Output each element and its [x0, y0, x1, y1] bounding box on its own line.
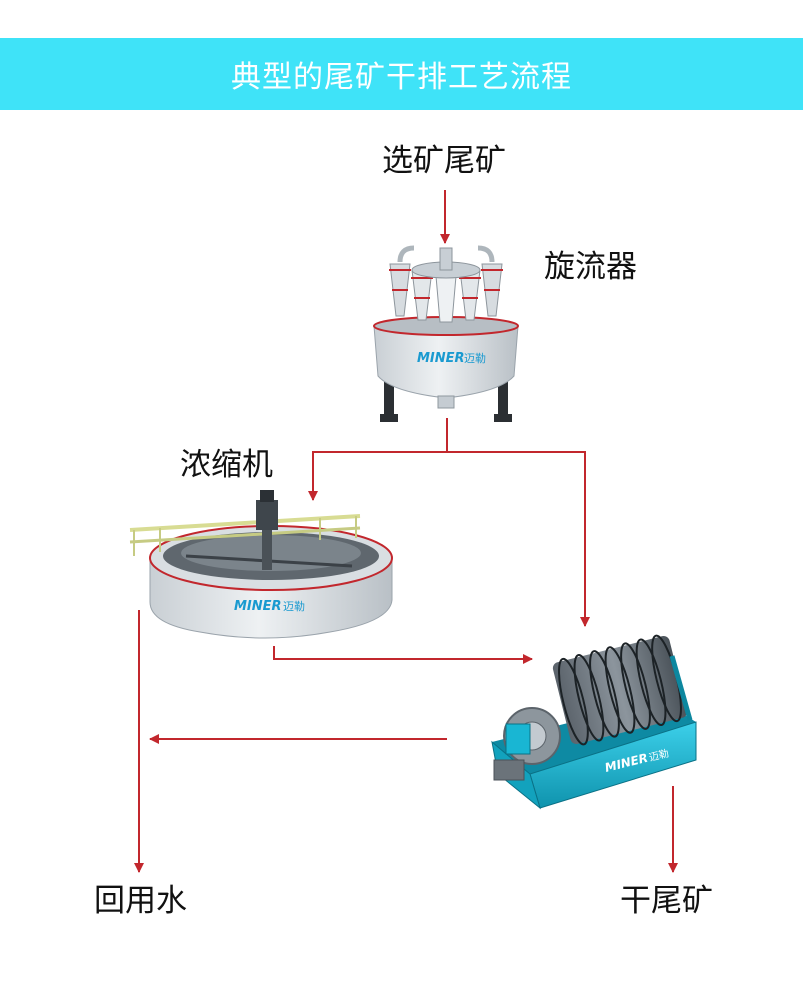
- node-label-dry-tailings: 干尾矿: [620, 883, 713, 919]
- hydrocyclone-illustration: MINER 迈勒: [373, 245, 519, 422]
- disc-filter-illustration: MINER 迈勒: [491, 634, 697, 810]
- node-label-recycled-water: 回用水: [94, 883, 187, 919]
- arrow-thickener-to-filter: [273, 646, 533, 664]
- flow-arrows: [134, 190, 678, 873]
- thickener-brand-latin: MINER: [234, 599, 282, 614]
- page-title: 典型的尾矿干排工艺流程: [231, 60, 572, 95]
- arrow-cyclone-to-thickener: [308, 418, 448, 501]
- node-label-hydrocyclone: 旋流器: [544, 249, 637, 285]
- thickener-illustration: MINER 迈勒: [129, 490, 393, 639]
- arrow-cyclone-to-filter: [447, 451, 590, 627]
- thickener-brand-chinese: 迈勒: [283, 600, 305, 613]
- node-label-tailings-input: 选矿尾矿: [382, 143, 506, 179]
- cyclone-brand-latin: MINER: [417, 351, 465, 366]
- title-banner: 典型的尾矿干排工艺流程: [0, 38, 803, 110]
- node-label-thickener: 浓缩机: [180, 447, 273, 483]
- cyclone-brand-chinese: 迈勒: [464, 352, 486, 365]
